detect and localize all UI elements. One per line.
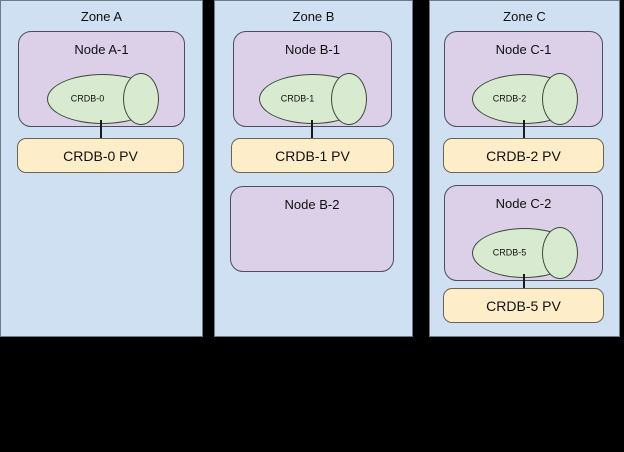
- node-label-c-2: Node C-2: [495, 196, 552, 211]
- pv-label-crdb-5: CRDB-5 PV: [486, 297, 561, 314]
- node-label-b-2: Node B-2: [284, 197, 340, 212]
- node-label-c-1: Node C-1: [495, 42, 552, 57]
- cylinder-cap-icon: [331, 73, 367, 125]
- connector-crdb-0-to-pv: [100, 120, 102, 140]
- database-cylinder-crdb-1[interactable]: CRDB-1: [259, 73, 367, 125]
- node-label-b-1: Node B-1: [285, 42, 340, 57]
- pv-box-crdb-0[interactable]: CRDB-0 PV: [17, 138, 184, 173]
- zone-label-c: Zone C: [503, 9, 546, 24]
- cylinder-cap-icon: [123, 73, 159, 125]
- zone-label-b: Zone B: [292, 9, 335, 24]
- database-label-crdb-5: CRDB-5: [492, 247, 527, 258]
- connector-crdb-5-to-pv: [523, 274, 525, 294]
- pv-label-crdb-0: CRDB-0 PV: [63, 147, 138, 164]
- database-cylinder-crdb-2[interactable]: CRDB-2: [472, 73, 578, 125]
- connector-crdb-2-to-pv: [523, 120, 525, 140]
- zone-label-a: Zone A: [80, 9, 123, 24]
- cylinder-cap-icon: [542, 73, 578, 125]
- pv-label-crdb-2: CRDB-2 PV: [486, 147, 561, 164]
- pv-box-crdb-1[interactable]: CRDB-1 PV: [231, 138, 394, 173]
- cylinder-cap-icon: [542, 227, 578, 279]
- pv-label-crdb-1: CRDB-1 PV: [275, 147, 350, 164]
- pv-box-crdb-5[interactable]: CRDB-5 PV: [443, 288, 604, 323]
- database-cylinder-crdb-0[interactable]: CRDB-0: [47, 73, 159, 125]
- database-label-crdb-1: CRDB-1: [280, 93, 315, 104]
- pv-box-crdb-2[interactable]: CRDB-2 PV: [443, 138, 604, 173]
- database-label-crdb-0: CRDB-0: [70, 93, 105, 104]
- connector-crdb-1-to-pv: [311, 120, 313, 140]
- node-label-a-1: Node A-1: [74, 42, 129, 57]
- database-label-crdb-2: CRDB-2: [492, 93, 527, 104]
- database-cylinder-crdb-5[interactable]: CRDB-5: [472, 227, 578, 279]
- node-box-b-2[interactable]: Node B-2: [230, 186, 394, 272]
